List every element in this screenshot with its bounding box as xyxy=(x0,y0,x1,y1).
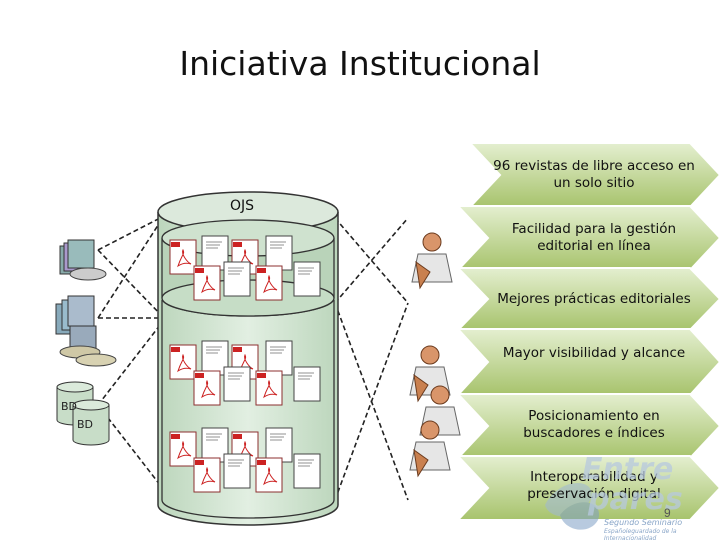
connection-lines xyxy=(97,215,409,501)
database-label-2: BD xyxy=(77,418,94,431)
arrow-shape-4 xyxy=(455,328,720,396)
slide-title: Iniciativa Institucional xyxy=(179,44,541,83)
watermark-line-3: Segundo Seminario xyxy=(604,518,683,527)
slide-number: 9 xyxy=(664,506,671,520)
benefit-text-1: 96 revistas de libre acceso en un solo s… xyxy=(493,158,695,191)
watermark-line-1: Entre xyxy=(582,452,674,487)
source-document-stacks xyxy=(55,239,117,367)
database-label-1: BD xyxy=(61,400,78,413)
benefit-text-6: Interoperabilidad y preservación digital xyxy=(527,469,661,502)
entre-pares-logo xyxy=(545,482,600,530)
watermark-line-4: Españoleguardado de la Internacionalidad xyxy=(604,528,677,542)
editor-people xyxy=(409,232,461,478)
benefit-text-4: Mayor visibilidad y alcance xyxy=(502,345,686,361)
benefit-text-2: Facilidad para la gestión editorial en l… xyxy=(511,221,677,254)
watermark-line-2: pares xyxy=(588,482,683,517)
benefit-text-3: Mejores prácticas editoriales xyxy=(497,291,691,307)
ojs-label: OJS xyxy=(229,198,255,214)
database-icons xyxy=(56,381,110,446)
benefit-text-5: Posicionamiento en buscadores e índices xyxy=(523,408,665,441)
